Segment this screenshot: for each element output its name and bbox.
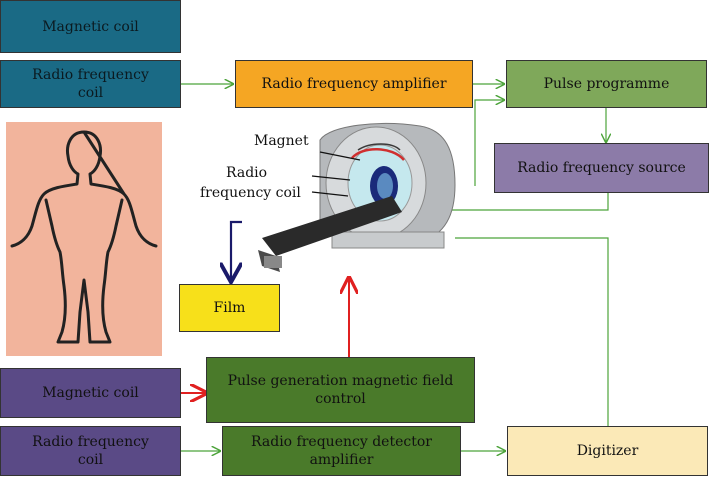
pulse-generation-box: Pulse generation magnetic field control: [206, 357, 475, 423]
human-body-outline: [10, 130, 158, 344]
magnetic-coil-top-box: Magnetic coil: [0, 0, 181, 53]
digitizer-box: Digitizer: [507, 426, 708, 476]
line-rfsource-to-scanner: [452, 193, 609, 211]
arrow-scanner-to-film: [231, 220, 242, 280]
rf-source-box: Radio frequency source: [494, 143, 709, 193]
mri-scanner-illustration: [258, 123, 456, 272]
rf-coil-top-line1: Radio frequency: [32, 67, 149, 83]
rf-detector-line2: amplifier: [309, 452, 374, 468]
scanner-rf-coil-label-2: frequency coil: [200, 185, 301, 201]
rf-amplifier-box: Radio frequency amplifier: [235, 60, 473, 108]
rf-source-label: Radio frequency source: [517, 160, 686, 176]
line-scanner-to-pulse: [474, 100, 504, 186]
scanner-rf-coil-label-1: Radio: [226, 165, 268, 181]
magnet-label: Magnet: [254, 133, 309, 149]
line-scanner-to-digitizer: [455, 237, 609, 426]
pulse-programme-box: Pulse programme: [506, 60, 707, 108]
pulse-programme-label: Pulse programme: [543, 76, 670, 92]
rf-coil-bottom-line1: Radio frequency: [32, 434, 149, 450]
magnetic-coil-bottom-box: Magnetic coil: [0, 368, 181, 418]
rf-coil-top-box: Radio frequency coil: [0, 60, 181, 108]
magnetic-coil-top-label: Magnetic coil: [42, 18, 139, 35]
film-label: Film: [213, 300, 246, 316]
rf-amplifier-label: Radio frequency amplifier: [261, 76, 447, 92]
rf-coil-bottom-box: Radio frequency coil: [0, 426, 181, 476]
pulse-generation-line1: Pulse generation magnetic field: [227, 373, 454, 389]
digitizer-label: Digitizer: [576, 443, 639, 459]
film-box: Film: [179, 284, 280, 332]
rf-coil-top-line2: coil: [77, 85, 104, 101]
pulse-generation-line2: control: [315, 391, 366, 407]
body-panel: [6, 122, 162, 356]
rf-detector-box: Radio frequency detector amplifier: [222, 426, 461, 476]
magnetic-coil-bottom-label: Magnetic coil: [42, 385, 139, 401]
rf-coil-bottom-line2: coil: [77, 452, 104, 468]
rf-detector-line1: Radio frequency detector: [251, 434, 432, 450]
